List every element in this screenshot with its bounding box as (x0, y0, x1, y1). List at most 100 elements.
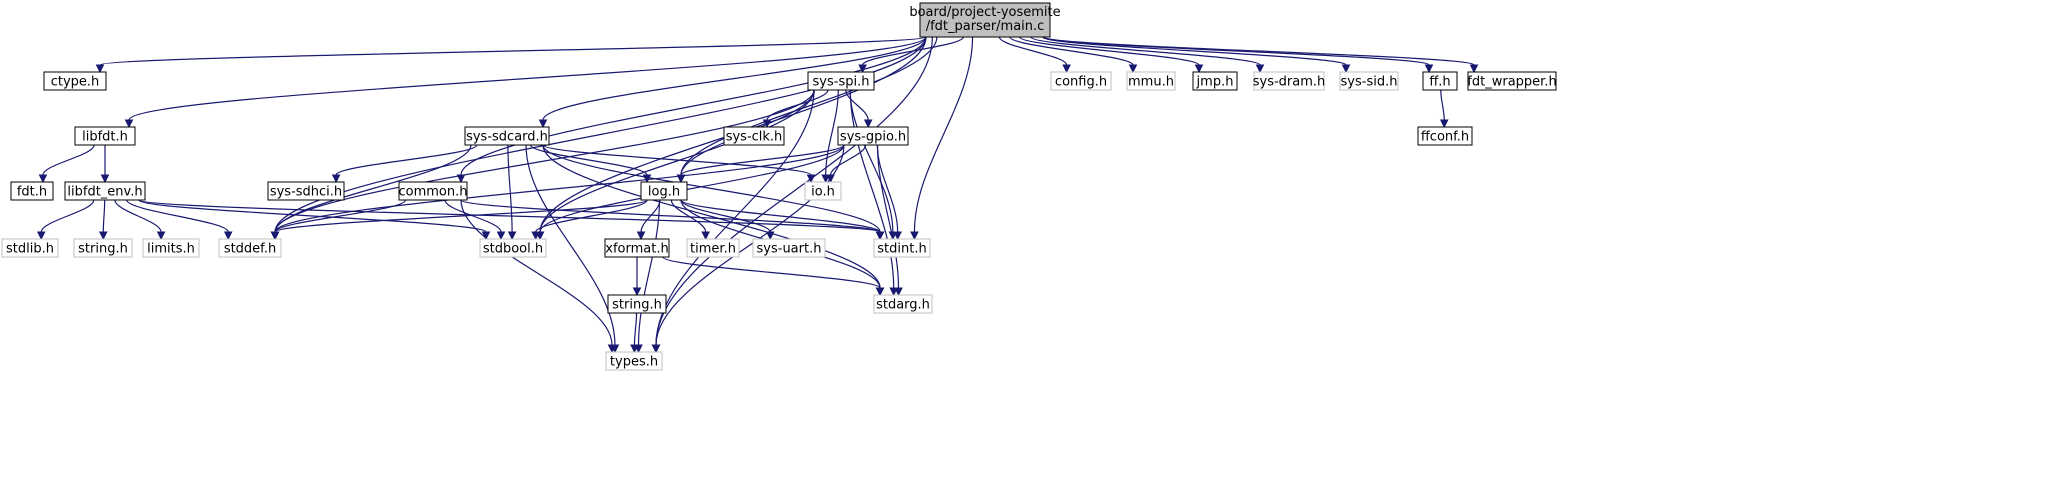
node-sys-spi[interactable]: sys-spi.h (807, 71, 875, 91)
node-libfdt[interactable]: libfdt.h (74, 126, 136, 146)
node-label: ff.h (1429, 75, 1450, 90)
node-box (398, 181, 468, 201)
edge-arrowhead (1439, 119, 1449, 129)
node-ctype[interactable]: ctype.h (43, 71, 107, 91)
node-jmp[interactable]: jmp.h (1192, 71, 1238, 91)
node-string-sys: string.h (73, 238, 133, 258)
node-sys-uart: sys-uart.h (752, 238, 826, 258)
edge-line (542, 144, 881, 289)
edge-line (849, 89, 895, 289)
edge-line (99, 36, 927, 66)
edge-line (862, 36, 964, 66)
edge-log-to-types (634, 199, 661, 354)
root-label-line: board/project-yosemite (909, 5, 1060, 20)
edge-libfdt_env-to-stddef (126, 199, 233, 241)
edge-line (274, 89, 815, 233)
edge-line (542, 144, 881, 233)
edge-arrowhead (1424, 64, 1434, 74)
node-sys-clk[interactable]: sys-clk.h (723, 126, 785, 146)
edge-ff-to-ffconf (1439, 89, 1449, 129)
node-label: sys-sdhci.h (270, 185, 342, 200)
edge-line (680, 199, 881, 233)
node-box (267, 181, 345, 201)
node-box (464, 126, 550, 146)
edge-line (529, 144, 648, 176)
node-sys-gpio[interactable]: sys-gpio.h (837, 126, 909, 146)
edge-libfdt_env-to-stdbool (138, 199, 491, 241)
node-string-doc[interactable]: string.h (607, 294, 667, 314)
node-config: config.h (1050, 71, 1112, 91)
edge-line (535, 199, 648, 233)
node-label: mmu.h (1128, 75, 1174, 90)
edge-line (40, 199, 95, 233)
edge-line (680, 144, 845, 176)
edge-line (274, 144, 845, 233)
edge-line (126, 199, 229, 233)
edge-sys_spi-to-stdint (849, 89, 898, 241)
node-log[interactable]: log.h (640, 181, 688, 201)
node-limits: limits.h (142, 238, 200, 258)
node-label: io.h (811, 185, 835, 200)
node-sys-dram: sys-dram.h (1253, 71, 1325, 91)
edge-line (913, 36, 974, 233)
node-label: jmp.h (1196, 75, 1234, 90)
node-box (604, 238, 670, 258)
edge-arrowhead (910, 231, 919, 241)
node-label: stdarg.h (876, 298, 930, 313)
edge-arrowhead (538, 119, 548, 129)
edge-line (845, 89, 869, 121)
node-timer: timer.h (686, 238, 740, 258)
edge-line (1009, 36, 1134, 66)
edge-arrowhead (1469, 64, 1479, 74)
node-sys-sdhci[interactable]: sys-sdhci.h (267, 181, 345, 201)
edge-arrowhead (875, 231, 885, 241)
node-stdbool: stdbool.h (479, 238, 547, 258)
node-stdint: stdint.h (873, 238, 931, 258)
node-fdt[interactable]: fdt.h (10, 181, 54, 201)
edge-main-to-libfdt (124, 36, 927, 129)
edge-line (655, 144, 845, 346)
edge-line (998, 36, 1068, 66)
node-label: string.h (612, 298, 662, 313)
node-sys-sid: sys-sid.h (1339, 71, 1399, 91)
edge-line (655, 36, 933, 346)
node-label: libfdt.h (82, 130, 128, 145)
node-main[interactable]: board/project-yosemite/fdt_parser/main.c (909, 2, 1061, 38)
node-box (607, 294, 667, 314)
node-label: fdt.h (17, 185, 47, 200)
node-label: stdint.h (877, 242, 926, 257)
edge-line (1030, 36, 1261, 66)
node-xformat[interactable]: xformat.h (604, 238, 670, 258)
edge-arrowhead (642, 174, 652, 184)
edge-arrowhead (701, 231, 710, 241)
node-ffconf[interactable]: ffconf.h (1417, 126, 1473, 146)
node-label: xformat.h (605, 242, 668, 257)
edge-arrowhead (894, 287, 903, 297)
edge-arrowhead (1194, 64, 1204, 74)
edge-log-to-stdint (680, 199, 885, 241)
edge-arrowhead (98, 231, 108, 241)
edge-line (114, 199, 162, 233)
node-libfdt-env[interactable]: libfdt_env.h (64, 181, 146, 201)
node-box (1253, 71, 1325, 91)
node-label: ctype.h (51, 75, 100, 90)
node-fdt-wrapper[interactable]: fdt_wrapper.h (1467, 71, 1557, 91)
node-box (1126, 71, 1176, 91)
node-label: stddef.h (224, 242, 276, 257)
node-box (723, 126, 785, 146)
edge-line (460, 199, 881, 233)
node-label: sys-gpio.h (840, 130, 906, 145)
node-box (1339, 71, 1399, 91)
edge-line (1043, 36, 1430, 66)
edge-log-to-stdbool (531, 199, 648, 241)
node-label: common.h (399, 185, 468, 200)
edge-sys_sdcard-to-stdbool (507, 144, 517, 241)
node-sys-sdcard[interactable]: sys-sdcard.h (464, 126, 550, 146)
edge-line (274, 199, 648, 233)
node-label: sys-uart.h (757, 242, 822, 257)
edge-string_doc-to-types (630, 312, 639, 354)
edge-line (662, 256, 881, 289)
node-box (10, 181, 54, 201)
node-common[interactable]: common.h (398, 181, 468, 201)
node-ff[interactable]: ff.h (1422, 71, 1458, 91)
